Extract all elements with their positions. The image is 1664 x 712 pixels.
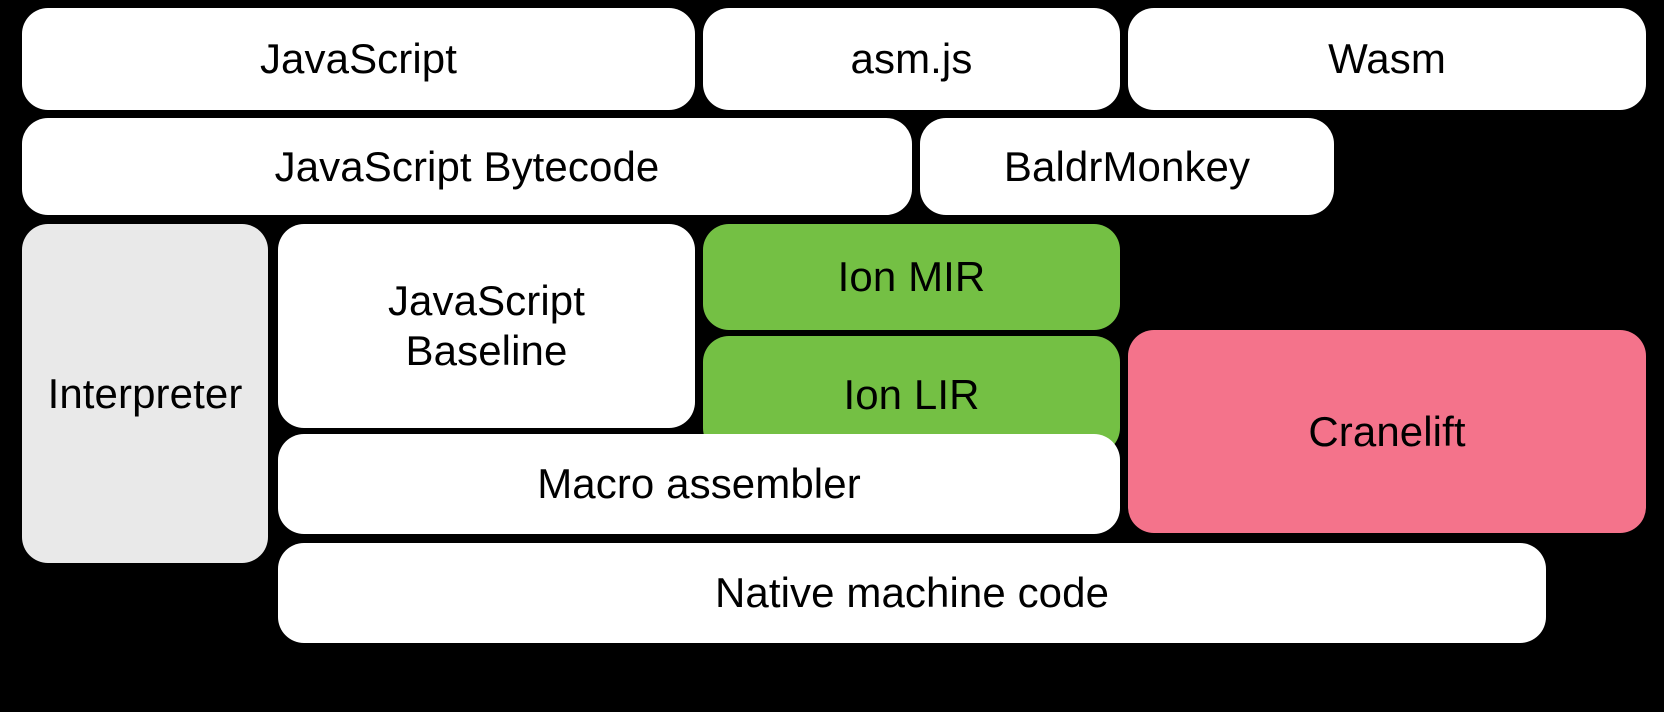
node-cranelift[interactable]: Cranelift	[1128, 330, 1646, 533]
node-javascript[interactable]: JavaScript	[22, 8, 695, 110]
node-label: JavaScript Bytecode	[274, 142, 660, 190]
node-label: Interpreter	[47, 369, 243, 417]
node-label: Native machine code	[714, 569, 1110, 617]
node-baldrmonkey[interactable]: BaldrMonkey	[920, 118, 1334, 215]
node-asmjs[interactable]: asm.js	[703, 8, 1120, 110]
node-label: Wasm	[1328, 35, 1446, 83]
node-label: Ion MIR	[837, 253, 986, 301]
node-ion-mir[interactable]: Ion MIR	[703, 224, 1120, 330]
node-label: BaldrMonkey	[1003, 142, 1251, 190]
node-javascript-baseline[interactable]: JavaScript Baseline	[278, 224, 695, 428]
node-label: Cranelift	[1308, 407, 1466, 455]
node-label: JavaScript	[259, 35, 458, 83]
node-macro-assembler[interactable]: Macro assembler	[278, 434, 1120, 534]
node-native-machine-code[interactable]: Native machine code	[278, 543, 1546, 643]
node-wasm[interactable]: Wasm	[1128, 8, 1646, 110]
node-label: Ion LIR	[843, 371, 980, 419]
node-label: JavaScript Baseline	[387, 277, 586, 374]
node-javascript-bytecode[interactable]: JavaScript Bytecode	[22, 118, 912, 215]
node-label: Macro assembler	[537, 460, 861, 508]
node-interpreter[interactable]: Interpreter	[22, 224, 268, 563]
node-label: asm.js	[850, 35, 973, 83]
